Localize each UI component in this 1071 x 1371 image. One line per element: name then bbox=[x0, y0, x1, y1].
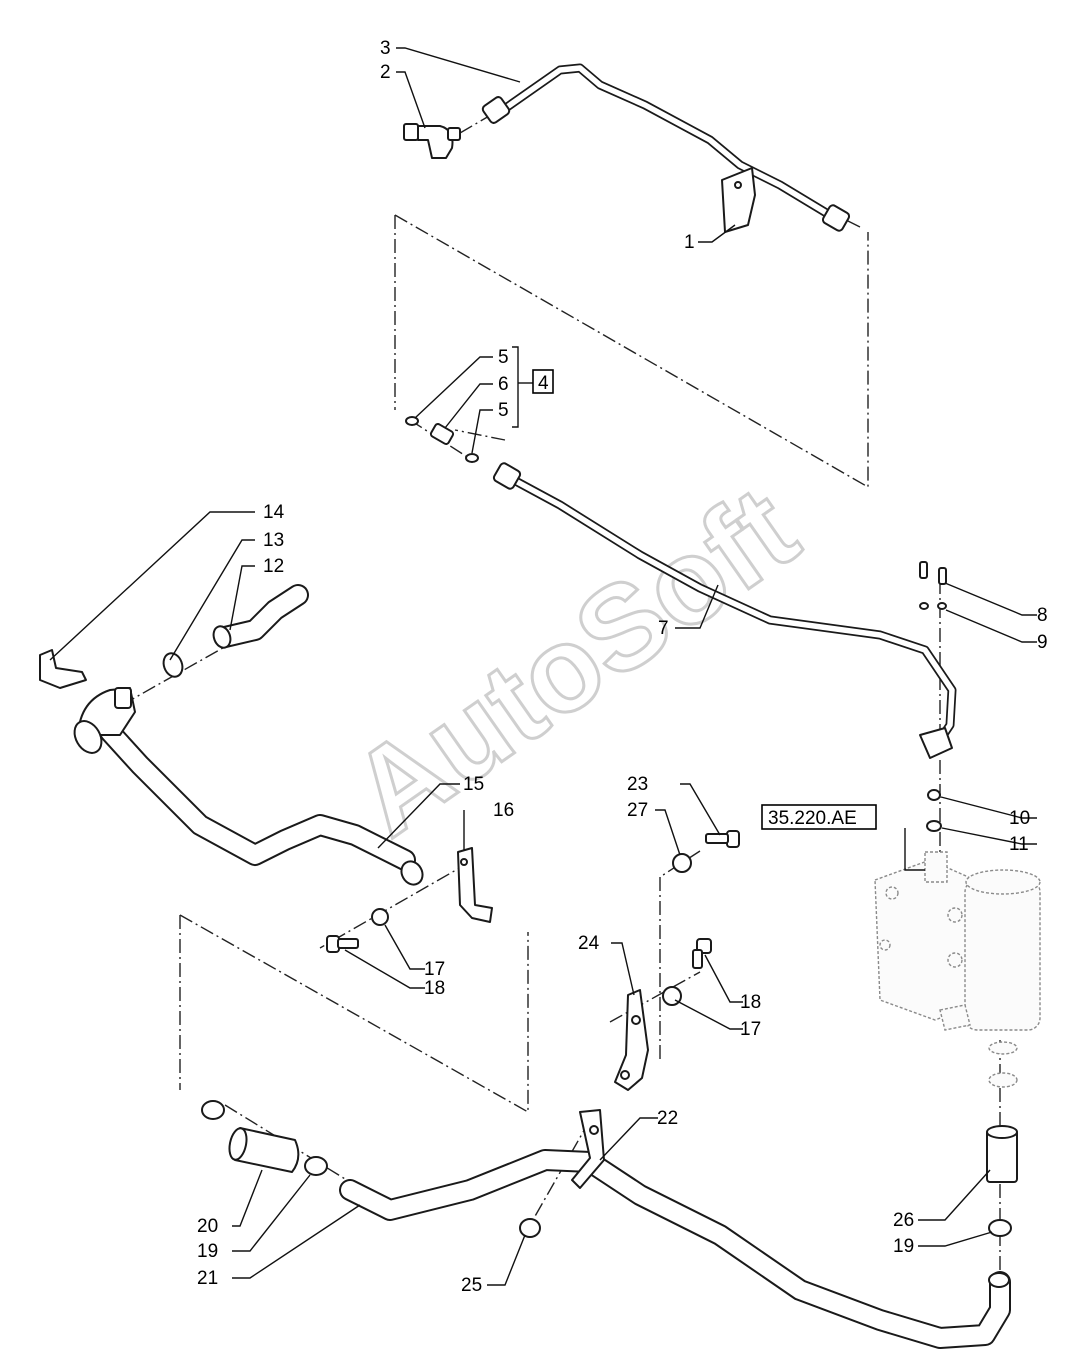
callout-26: 26 bbox=[893, 1210, 914, 1231]
callout-19-left: 19 bbox=[197, 1241, 218, 1262]
callout-2: 2 bbox=[380, 62, 391, 83]
bracket-24 bbox=[614, 989, 649, 1091]
leader-lines bbox=[49, 47, 1037, 1286]
sleeve-20 bbox=[228, 1127, 300, 1173]
callout-17-right: 17 bbox=[740, 1019, 761, 1040]
bolt-23-washer-27 bbox=[672, 830, 740, 873]
callout-3: 3 bbox=[380, 38, 391, 59]
callout-8: 8 bbox=[1037, 605, 1048, 626]
callout-17-left: 17 bbox=[424, 959, 445, 980]
bolt-18-washer-17-left bbox=[326, 908, 389, 953]
elbow-fitting-2 bbox=[403, 123, 461, 159]
callout-11: 11 bbox=[1009, 834, 1029, 855]
bracket-1 bbox=[721, 167, 756, 233]
callout-labels: 3 2 1 5 6 5 4 7 8 9 10 11 35.220.AE 14 1… bbox=[197, 38, 1048, 1296]
callout-20: 20 bbox=[197, 1216, 218, 1237]
clamp-22 bbox=[571, 1109, 605, 1189]
seals-10-11 bbox=[926, 789, 942, 832]
callout-25: 25 bbox=[461, 1275, 482, 1296]
plug-25 bbox=[519, 1218, 541, 1238]
clamp-13 bbox=[162, 652, 184, 678]
bolts-8-washers-9 bbox=[919, 561, 947, 610]
callout-27: 27 bbox=[627, 800, 648, 821]
callout-16: 16 bbox=[493, 800, 514, 821]
sleeve-26 bbox=[986, 1125, 1018, 1183]
callout-24: 24 bbox=[578, 933, 600, 954]
callout-21: 21 bbox=[197, 1268, 218, 1289]
callout-14: 14 bbox=[263, 502, 285, 523]
clamps-19 bbox=[201, 1100, 1012, 1237]
callout-10: 10 bbox=[1009, 808, 1030, 829]
hose-15 bbox=[73, 687, 424, 886]
ghosted-pump-assembly bbox=[874, 851, 1041, 1088]
group-box-frame bbox=[532, 369, 554, 394]
group-box-label: 4 bbox=[538, 373, 549, 394]
callout-13: 13 bbox=[263, 530, 284, 551]
callout-15: 15 bbox=[463, 774, 484, 795]
bolt-18-washer-17-right bbox=[662, 938, 712, 1006]
callout-22: 22 bbox=[657, 1108, 678, 1129]
callout-18-left: 18 bbox=[424, 978, 445, 999]
watermark-text: AutoSoft bbox=[328, 461, 820, 861]
group-4-fittings bbox=[405, 416, 479, 463]
hose-12 bbox=[212, 584, 309, 649]
reference-box-label: 35.220.AE bbox=[768, 808, 857, 829]
bracket-16 bbox=[457, 847, 493, 923]
pipe-3 bbox=[481, 63, 851, 232]
callout-7: 7 bbox=[658, 618, 669, 639]
hose-21 bbox=[339, 1149, 1011, 1349]
reference-box-frame bbox=[761, 804, 877, 830]
callout-6: 6 bbox=[498, 374, 509, 395]
bracket-14 bbox=[39, 649, 87, 689]
callout-5a: 5 bbox=[498, 347, 509, 368]
callout-12: 12 bbox=[263, 556, 284, 577]
callout-18-right: 18 bbox=[740, 992, 761, 1013]
pipe-7 bbox=[492, 462, 957, 759]
callout-19-right: 19 bbox=[893, 1236, 914, 1257]
callout-9: 9 bbox=[1037, 632, 1048, 653]
callout-5b: 5 bbox=[498, 400, 509, 421]
callout-23: 23 bbox=[627, 774, 648, 795]
callout-1: 1 bbox=[684, 232, 695, 253]
